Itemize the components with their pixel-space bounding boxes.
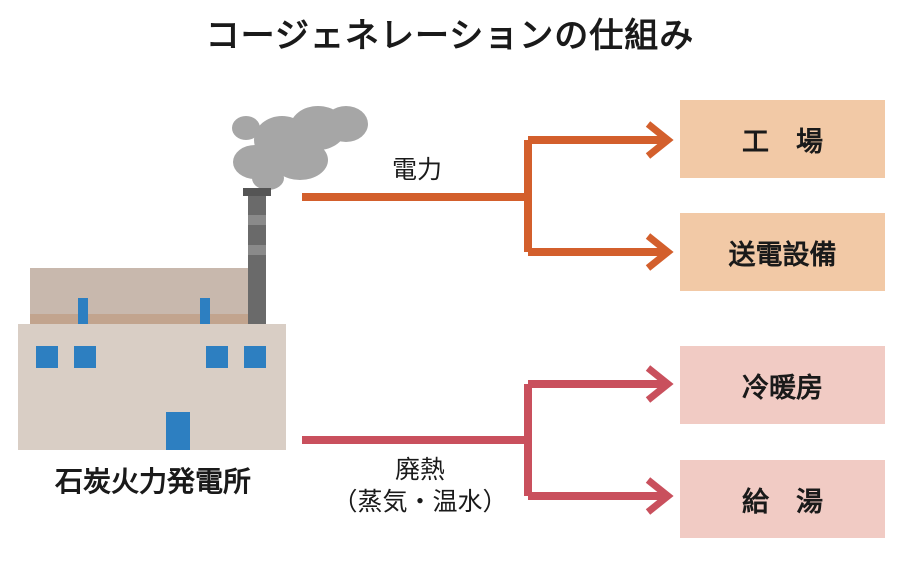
smoke-cloud-icon — [232, 106, 368, 190]
diagram-title: コージェネレーションの仕組み — [205, 16, 695, 56]
heat-flow-label: 廃熱 — [394, 455, 445, 484]
heat-flow-sublabel: （蒸気・温水） — [332, 487, 508, 516]
destination-cooling-heating: 冷暖房 — [680, 346, 885, 424]
power-flow-arrows — [302, 121, 674, 271]
heat-flow-arrows — [302, 365, 674, 515]
chimney — [243, 188, 271, 326]
power-plant-building — [18, 268, 286, 450]
destination-factory: 工 場 — [680, 100, 885, 178]
destination-hot-water: 給 湯 — [680, 460, 885, 538]
power-flow-label: 電力 — [391, 155, 442, 184]
destination-transmission: 送電設備 — [680, 213, 885, 291]
power-plant-label: 石炭火力発電所 — [54, 465, 251, 498]
